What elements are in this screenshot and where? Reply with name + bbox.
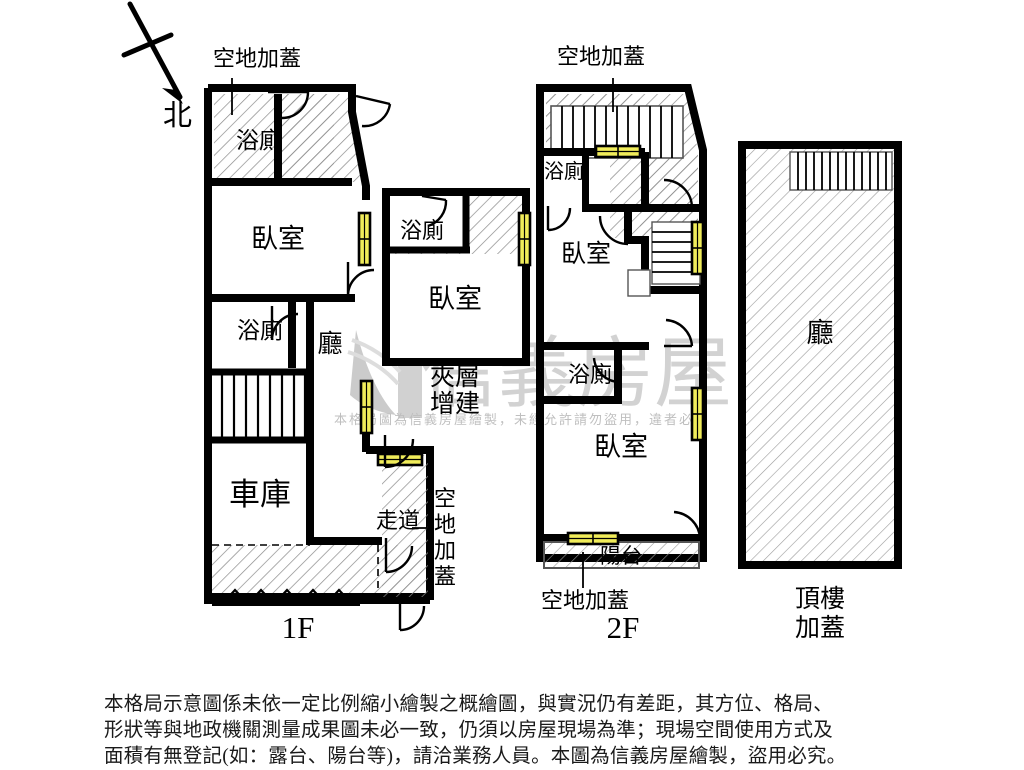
watermark-notice: 本格局圖為信義房屋繪製，未經允許請勿盜用，違者必究	[334, 412, 709, 427]
room-label: 廳	[807, 318, 834, 348]
roof-caption-line2: 加蓋	[794, 615, 845, 642]
window-marker	[359, 379, 374, 435]
staircase-roof	[789, 151, 893, 191]
room-label: 臥室	[428, 284, 482, 314]
window-marker	[594, 144, 642, 159]
north-label: 北	[163, 100, 193, 132]
room-label: 臥室	[251, 224, 305, 254]
compass-north-icon	[121, 1, 183, 104]
door-icon	[268, 90, 448, 632]
window-marker	[690, 386, 705, 442]
room-label: 夾層	[430, 363, 480, 391]
callout-open-cover-2f-top: 空地加蓋	[557, 44, 646, 69]
disclaimer-text: 本格局示意圖係未依一定比例縮小繪製之概繪圖，與實況仍有差距，其方位、格局、 形狀…	[104, 694, 847, 767]
door-icon	[546, 178, 702, 540]
room-label: 車庫	[229, 477, 291, 512]
room-label: 浴廁	[237, 318, 283, 343]
room-label: 臥室	[561, 240, 611, 268]
callout-char: 空	[434, 486, 457, 511]
room-label: 浴廁	[568, 362, 612, 387]
callout-char: 地	[434, 512, 457, 537]
mezzanine-block-1f	[382, 188, 530, 366]
floor-1f: 浴廁 臥室 浴廁 廳 車庫 浴廁 臥室 夾層 增建 走道	[204, 78, 532, 632]
floor-2f: 浴廁 臥室 浴廁 臥室 陽台	[536, 78, 707, 588]
roof-caption: 頂樓 加蓋	[760, 585, 880, 643]
room-label: 廳	[317, 330, 342, 358]
window-marker	[517, 211, 532, 267]
window-marker	[357, 211, 372, 267]
callout-open-cover-2f-bottom: 空地加蓋	[541, 588, 630, 613]
room-label: 臥室	[594, 432, 648, 462]
roof-caption-line1: 頂樓	[794, 586, 845, 613]
floor-roof: 廳	[738, 141, 902, 569]
callout-char: 加	[434, 538, 457, 563]
window-marker	[690, 220, 705, 276]
floor-label-2f: 2F	[606, 610, 640, 645]
room-label: 浴廁	[400, 218, 444, 243]
room-label: 增建	[430, 390, 480, 418]
room-label: 浴廁	[544, 160, 584, 183]
floor-label-1f: 1F	[281, 610, 315, 645]
room-label: 浴廁	[236, 128, 282, 153]
window-marker	[566, 531, 620, 546]
staircase-1f	[220, 374, 307, 438]
room-label: 走道	[376, 508, 420, 533]
callout-open-cover-1f-top: 空地加蓋	[213, 46, 302, 71]
callout-char: 蓋	[434, 564, 457, 589]
callout-open-cover-1f-right: 空 地 加 蓋	[434, 486, 458, 590]
room-label: 陽台	[600, 544, 642, 568]
